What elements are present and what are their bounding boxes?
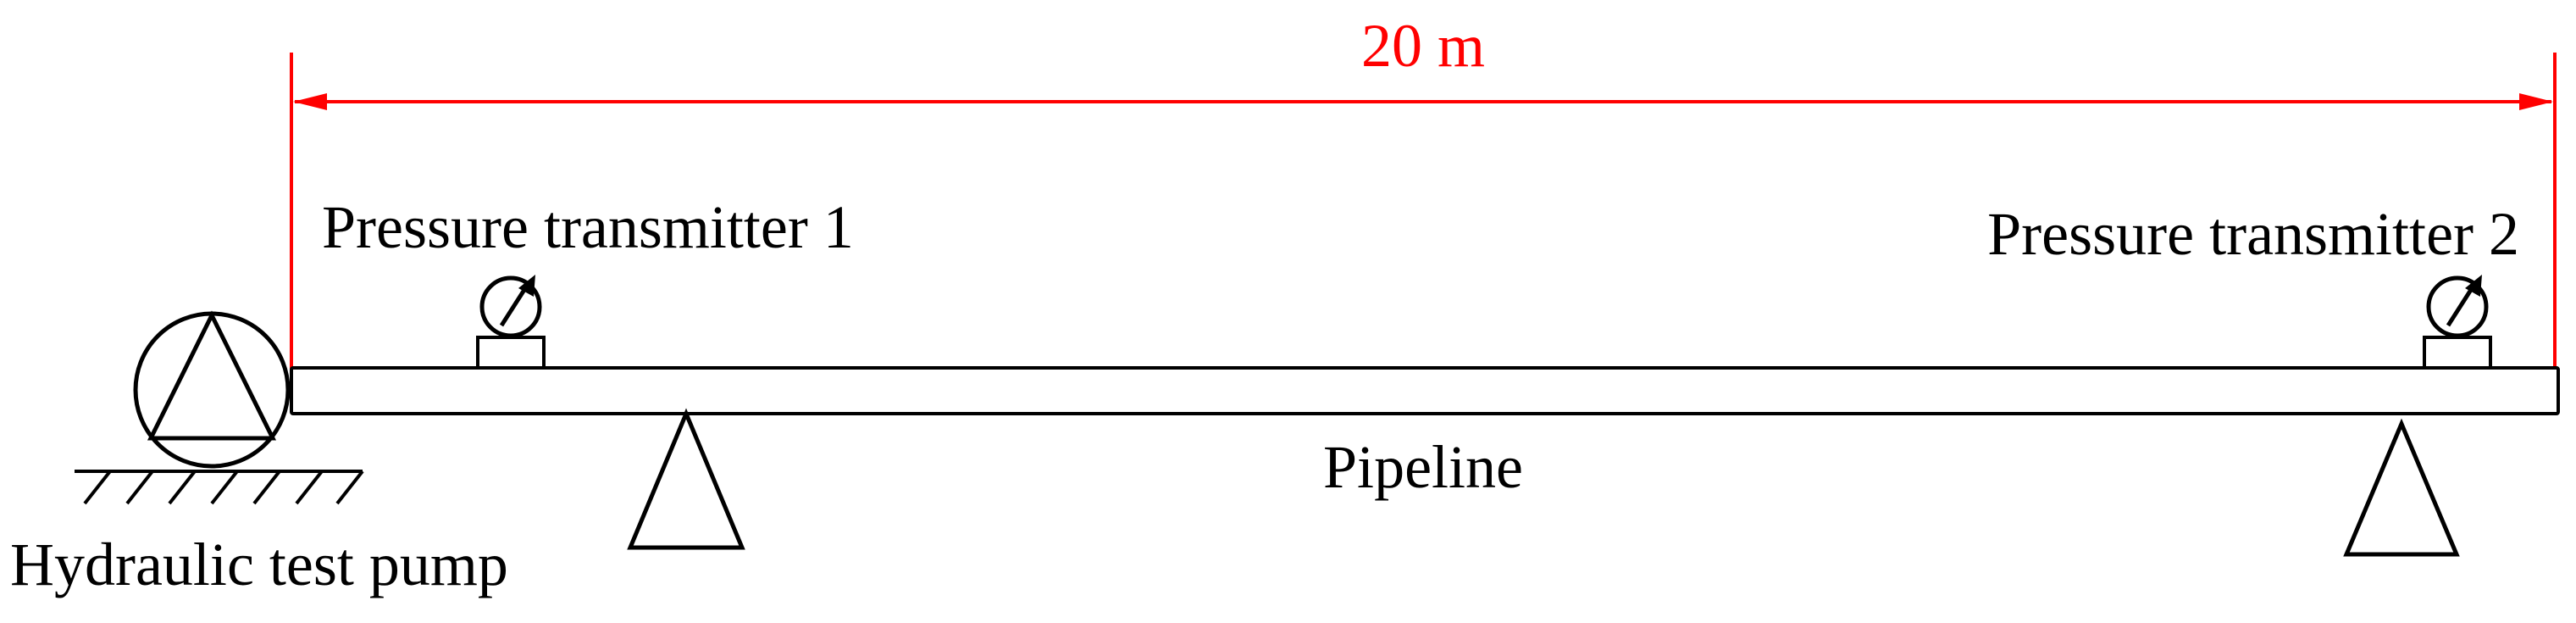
gauge-needle-head <box>518 275 535 297</box>
length-dimension: 20 m <box>290 12 2557 407</box>
pump-symbol-icon <box>133 311 291 469</box>
ground-hatch-icon <box>75 470 364 505</box>
pressure-transmitter-1: Pressure transmitter 1 <box>322 193 854 370</box>
transmitter-1-label: Pressure transmitter 1 <box>322 193 854 261</box>
gauge-needle-head <box>2465 275 2482 297</box>
pressure-gauge-icon <box>2426 275 2489 338</box>
pressure-gauge-icon <box>479 275 542 338</box>
pump-triangle-icon <box>147 310 277 441</box>
pressure-transmitter-2: Pressure transmitter 2 <box>1987 200 2519 370</box>
pump-label: Hydraulic test pump <box>10 531 508 598</box>
triangle-support-icon <box>2343 418 2460 557</box>
transmitter-2-label: Pressure transmitter 2 <box>1987 200 2519 268</box>
triangle-support-icon <box>627 408 745 550</box>
transmitter-base <box>2423 336 2492 370</box>
transmitter-base <box>476 336 546 370</box>
pipeline-label: Pipeline <box>1323 433 1523 501</box>
hydraulic-test-pump: Hydraulic test pump <box>10 310 508 598</box>
dimension-label: 20 m <box>1361 12 1485 80</box>
pipeline <box>290 366 2560 415</box>
